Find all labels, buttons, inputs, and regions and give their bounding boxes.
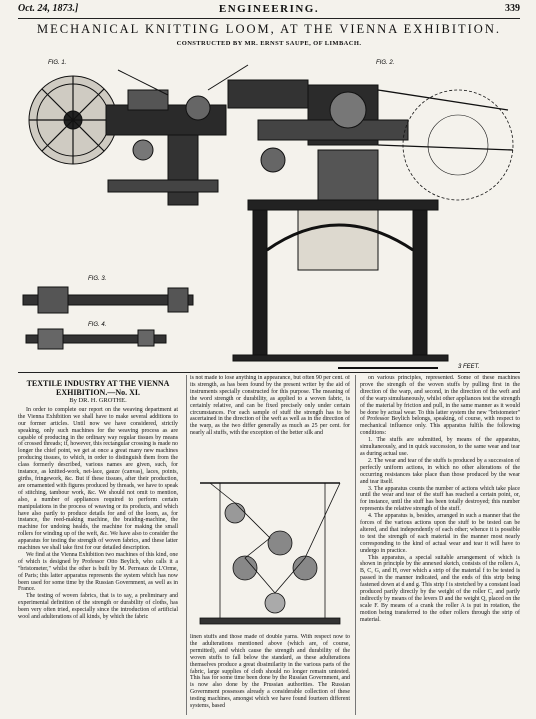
apparatus-sketch (190, 463, 350, 633)
paragraph: 3. The apparatus counts the number of ac… (360, 485, 520, 513)
paragraph: The testing of woven fabrics, that is to… (18, 593, 178, 621)
article-column-2-top: is not made to lose anything in appearan… (190, 375, 350, 437)
paragraph: We find at the Vienna Exhibition two mac… (18, 551, 178, 593)
journal-name: ENGINEERING. (218, 3, 320, 15)
paragraph: 2. The wear and tear of the stuffs is pr… (360, 457, 520, 485)
paragraph: In order to complete our report on the w… (18, 406, 178, 552)
article-column-2-bottom: linen stuffs and those made of double ya… (190, 634, 350, 710)
plate-title: MECHANICAL KNITTING LOOM, AT THE VIENNA … (36, 22, 501, 36)
fig1-label: FIG. 1. (48, 60, 66, 66)
article-column-3: on various principles, represented. Some… (360, 375, 520, 715)
page-header: Oct. 24, 1873.] ENGINEERING. 339 (18, 3, 520, 17)
paragraph: 4. The apparatus is, besides, arranged i… (360, 513, 520, 554)
fig4-label: FIG. 4. (88, 322, 106, 328)
fig2-label: FIG. 2. (376, 60, 394, 66)
scale-label: 3 FEET. (458, 364, 480, 370)
bristometer-diagram (199, 482, 341, 625)
article-byline: By DR. H. GROTHE. (69, 397, 127, 404)
paragraph: 1. The stuffs are submitted, by means of… (360, 437, 520, 457)
fig3-label: FIG. 3. (88, 276, 106, 282)
engraving-figures: FIG. 1. FIG. 2. FIG. 3. FIG. 4. 3 FEET. (18, 50, 520, 370)
article-heading: TEXTILE INDUSTRY AT THE VIENNA EXHIBITIO… (26, 379, 170, 397)
paragraph: on various principles, represented. Some… (360, 375, 520, 437)
text-top-rule (18, 372, 520, 373)
page-number: 339 (505, 3, 520, 14)
column-rule-1 (186, 375, 187, 715)
paragraph: This apparatus, a special suitable arran… (360, 554, 520, 623)
article-column-1: TEXTILE INDUSTRY AT THE VIENNA EXHIBITIO… (18, 375, 178, 715)
plate-subtitle: CONSTRUCTED BY MR. ERNST SAUPE, OF LIMBA… (176, 40, 362, 47)
right-frame-leg (412, 209, 428, 361)
issue-date: Oct. 24, 1873.] (18, 3, 79, 14)
column-rule-2 (355, 375, 356, 715)
left-frame-leg (252, 209, 268, 361)
machine-engraving: FIG. 1. FIG. 2. FIG. 3. FIG. 4. 3 FEET. (22, 60, 514, 370)
header-rule (18, 18, 520, 19)
